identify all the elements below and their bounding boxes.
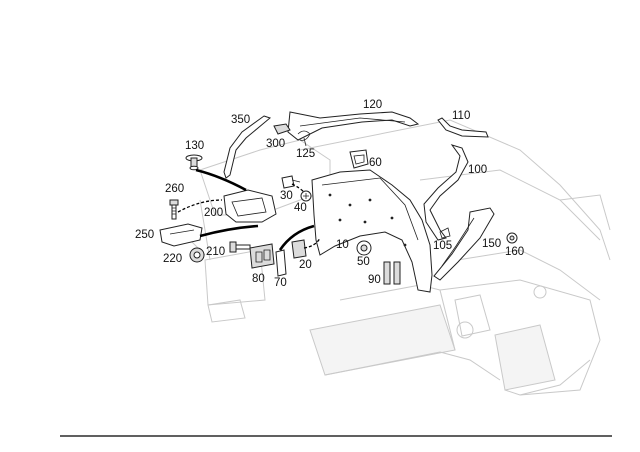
assembly-arrows bbox=[177, 168, 321, 251]
arrow-70 bbox=[278, 224, 315, 251]
label-300: 300 bbox=[266, 138, 285, 150]
part-10-wheelhouse-liner bbox=[311, 169, 433, 293]
part-20-block bbox=[291, 239, 307, 259]
part-80-connector bbox=[249, 243, 275, 269]
label-10: 10 bbox=[336, 239, 349, 251]
label-260: 260 bbox=[165, 183, 184, 195]
label-220: 220 bbox=[163, 253, 182, 265]
part-30-clip bbox=[281, 175, 301, 189]
label-130: 130 bbox=[185, 140, 204, 152]
part-100-seal bbox=[423, 144, 469, 241]
label-160: 160 bbox=[505, 246, 524, 258]
part-160-grommet bbox=[506, 232, 518, 244]
part-260-bolt bbox=[169, 199, 179, 220]
label-200: 200 bbox=[204, 207, 223, 219]
label-20: 20 bbox=[299, 259, 312, 271]
part-220-nut bbox=[189, 247, 205, 263]
part-60-clip bbox=[349, 149, 369, 169]
arrow-250 bbox=[199, 224, 259, 238]
label-50: 50 bbox=[357, 256, 370, 268]
part-200-bracket bbox=[223, 189, 277, 223]
arrow-130 bbox=[195, 168, 247, 192]
label-40: 40 bbox=[294, 202, 307, 214]
part-110-strip bbox=[437, 117, 489, 138]
label-100: 100 bbox=[468, 164, 487, 176]
part-120-trim-strip bbox=[287, 111, 420, 141]
label-80: 80 bbox=[252, 273, 265, 285]
label-250: 250 bbox=[135, 229, 154, 241]
label-110: 110 bbox=[452, 110, 470, 122]
label-210: 210 bbox=[206, 246, 225, 258]
label-90: 90 bbox=[368, 274, 381, 286]
part-70-plate bbox=[275, 249, 287, 277]
label-120: 120 bbox=[363, 99, 382, 111]
arrow-30-40 bbox=[291, 183, 305, 193]
vehicle-body-outline bbox=[179, 119, 611, 396]
part-130-fastener bbox=[185, 154, 203, 171]
part-105-clip bbox=[439, 227, 451, 239]
part-50-grommet bbox=[356, 240, 372, 256]
label-150: 150 bbox=[482, 238, 501, 250]
part-150-bracket bbox=[433, 207, 495, 281]
label-105: 105 bbox=[433, 240, 452, 252]
part-210-bolt bbox=[229, 241, 251, 253]
part-125-clip bbox=[297, 130, 311, 147]
part-40-screw bbox=[300, 190, 312, 202]
part-90-pads bbox=[383, 261, 401, 285]
arrow-260 bbox=[177, 199, 223, 213]
callout-labels: 350 120 110 130 300 125 60 100 260 30 40… bbox=[135, 99, 524, 289]
arrow-20 bbox=[303, 237, 321, 249]
label-350: 350 bbox=[231, 114, 250, 126]
label-125: 125 bbox=[296, 148, 315, 160]
label-70: 70 bbox=[274, 277, 287, 289]
label-30: 30 bbox=[280, 190, 293, 202]
label-60: 60 bbox=[369, 157, 382, 169]
part-300-block bbox=[273, 123, 291, 135]
part-250-wedge bbox=[159, 223, 203, 247]
part-350-rod bbox=[223, 115, 272, 179]
